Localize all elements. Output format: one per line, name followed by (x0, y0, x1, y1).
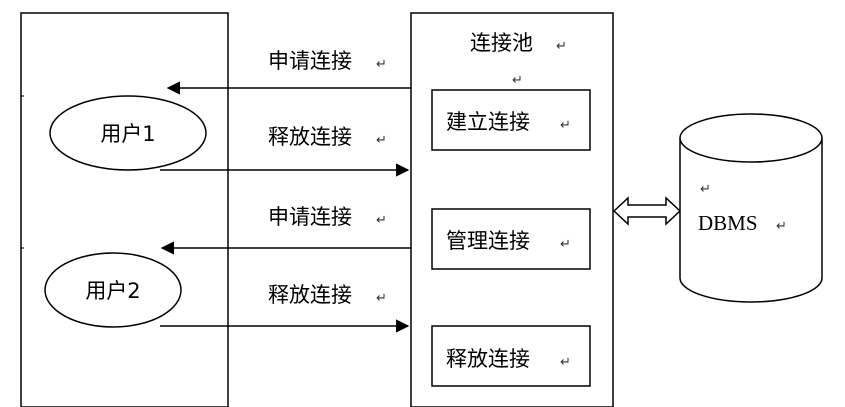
request-mark-2: ↵ (376, 213, 387, 228)
dbms-label: DBMS (698, 211, 758, 235)
pool-item-create-label: 建立连接 (446, 110, 530, 134)
pool-dbms-double-arrow (612, 196, 682, 226)
pool-title-mark: ↵ (556, 39, 567, 54)
user-2-ellipse (44, 252, 182, 328)
release-mark-2: ↵ (376, 291, 387, 306)
pool-title: 连接池 (470, 31, 533, 55)
release-label-2: 释放连接 (268, 283, 352, 307)
release-mark-1: ↵ (376, 133, 387, 148)
user-1-label: 用户1 (100, 122, 155, 146)
dbms-empty-mark: ↵ (700, 182, 711, 197)
connection-pool-box (410, 12, 614, 407)
pool-item-create-mark: ↵ (560, 118, 571, 133)
pool-item-manage-mark: ↵ (560, 237, 571, 252)
pool-item-create-box (431, 89, 591, 151)
dbms-mark: ↵ (776, 219, 787, 234)
pool-item-release-label: 释放连接 (446, 347, 530, 371)
user-2-label: 用户2 (85, 279, 140, 303)
release-label-1: 释放连接 (268, 125, 352, 149)
pool-item-manage-label: 管理连接 (446, 229, 530, 253)
pool-item-release-mark: ↵ (560, 355, 571, 370)
dbms-cylinder-top (679, 113, 823, 163)
pool-item-manage-box (431, 208, 591, 270)
pool-item-release-box (431, 325, 591, 387)
client-box (20, 12, 229, 407)
request-label-1: 申请连接 (268, 49, 352, 73)
pool-empty-mark: ↵ (512, 73, 523, 88)
dbms-cylinder-body (679, 138, 823, 303)
user-1-ellipse (49, 95, 207, 171)
request-label-2: 申请连接 (268, 205, 352, 229)
request-mark-1: ↵ (376, 57, 387, 72)
